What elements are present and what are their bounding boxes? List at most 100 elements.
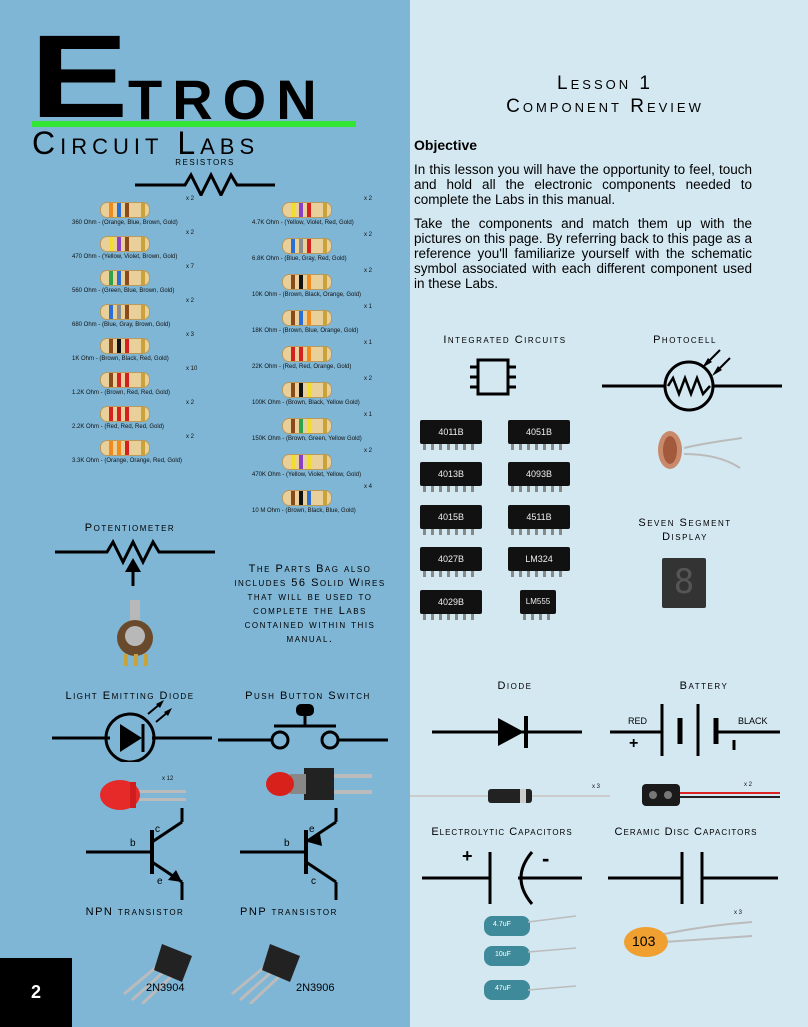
capacitor-4-7uf: 4.7uF (484, 916, 530, 936)
objective-paragraph-1: In this lesson you will have the opportu… (414, 162, 752, 207)
seven-segment-label-line2: Display (662, 531, 708, 543)
battery-label: Battery (679, 680, 729, 692)
resistor-band (323, 455, 327, 469)
objective-heading: Objective (414, 137, 478, 153)
logo-e: E (30, 11, 129, 143)
resistor-band (109, 339, 113, 353)
resistor-band (307, 275, 311, 289)
resistor-band (141, 305, 145, 319)
resistor-label: 560 Ohm - (Green, Blue, Brown, Gold) (72, 288, 175, 294)
led-qty: x 12 (162, 776, 174, 782)
resistor-label: 10 M Ohm - (Brown, Black, Blue, Gold) (252, 508, 356, 514)
resistor-band (307, 203, 311, 217)
resistor-band (141, 339, 145, 353)
capacitor-10uf-value: 10uF (495, 951, 511, 958)
push-button-label: Push Button Switch (245, 690, 371, 702)
resistor-band (299, 203, 303, 217)
npn-transistor-photo (123, 944, 192, 1004)
resistor-band (323, 239, 327, 253)
battery-black-label: BLACK (738, 716, 768, 726)
diode-photo (410, 789, 610, 803)
resistor-band (117, 441, 121, 455)
npn-part-number: 2N3904 (146, 982, 185, 994)
ic-4511b: 4511B (508, 505, 570, 535)
resistor-label: 470K Ohm - (Yellow, Violet, Yellow, Gold… (252, 472, 362, 478)
battery-red-label: RED (628, 716, 648, 726)
logo-tron: TRON (128, 68, 327, 131)
resistor-qty: x 2 (364, 268, 373, 274)
resistor-qty: x 2 (364, 232, 373, 238)
resistor-band (291, 491, 295, 505)
logo-subtitle: Circuit Labs (32, 125, 260, 161)
resistor-label: 150K Ohm - (Brown, Green, Yellow Gold) (252, 436, 362, 442)
resistor-band (117, 407, 121, 421)
pnp-collector-label: c (311, 876, 316, 887)
led-label: Light Emitting Diode (65, 690, 195, 702)
resistor (243, 418, 371, 434)
resistor-label: 6.8K Ohm - (Blue, Gray, Red, Gold) (252, 256, 347, 262)
resistor (243, 202, 371, 218)
led-symbol (52, 700, 212, 762)
resistor-band (117, 237, 121, 251)
npn-label: NPN transistor (85, 906, 185, 918)
resistor-band (117, 271, 121, 285)
objective-paragraph-2: Take the components and match them up wi… (414, 216, 752, 291)
seven-segment-photo: 8 (662, 558, 706, 608)
electrolytic-label: Electrolytic Capacitors (431, 826, 573, 838)
resistor-label: 680 Ohm - (Blue, Gray, Brown, Gold) (72, 322, 171, 328)
capacitor-4-7uf-value: 4.7uF (493, 921, 511, 928)
resistor (243, 310, 371, 326)
electrolytic-minus-sign: - (542, 846, 550, 871)
npn-base-label: b (130, 838, 136, 849)
resistor-band (109, 203, 113, 217)
npn-symbol (86, 808, 184, 900)
capacitor-47uf: 47uF (484, 980, 530, 1000)
resistor-band (323, 419, 327, 433)
resistor-band (109, 237, 113, 251)
resistor (61, 338, 189, 354)
pnp-transistor-photo (231, 944, 300, 1004)
resistor-band (299, 383, 303, 397)
resistor-qty: x 1 (364, 304, 373, 310)
resistor-band (141, 203, 145, 217)
battery-clip-photo (642, 784, 780, 806)
resistor-band (323, 347, 327, 361)
resistor-label: 1K Ohm - (Brown, Black, Red, Gold) (72, 356, 169, 362)
resistor-band (323, 203, 327, 217)
logo-green-bar (32, 121, 356, 127)
resistor-band (109, 305, 113, 319)
resistor-band (125, 441, 129, 455)
resistor-band (291, 419, 295, 433)
ceramic-qty: x 3 (734, 910, 743, 916)
resistor-band (307, 239, 311, 253)
resistor-label: 1.2K Ohm - (Brown, Red, Red, Gold) (72, 390, 171, 396)
resistor-band (125, 373, 129, 387)
resistor-band (125, 203, 129, 217)
photocell-label: Photocell (653, 334, 717, 346)
resistor-band (117, 203, 121, 217)
seven-segment-label-line1: Seven Segment (638, 517, 732, 529)
resistor-qty: x 2 (364, 376, 373, 382)
resistor-band (125, 407, 129, 421)
resistor (61, 236, 189, 252)
resistor-band (307, 347, 311, 361)
lesson-number: Lesson 1 (557, 73, 653, 94)
npn-emitter-label: e (157, 876, 163, 887)
resistor-qty: x 2 (364, 196, 373, 202)
left-panel (0, 0, 410, 1027)
resistor (61, 406, 189, 422)
photocell-photo (658, 431, 743, 469)
potentiometer-label: Potentiometer (84, 522, 176, 534)
diode-symbol (432, 716, 582, 748)
resistor-band (307, 311, 311, 325)
resistor-label: 470 Ohm - (Yellow, Violet, Brown, Gold) (72, 254, 178, 260)
resistor (243, 274, 371, 290)
pnp-base-label: b (284, 838, 290, 849)
resistor (243, 454, 371, 470)
diode-qty: x 3 (592, 784, 601, 790)
battery-plus-sign: + (629, 735, 639, 752)
battery-symbol (610, 704, 780, 756)
lesson-title: Lesson 1 Component Review (440, 72, 770, 118)
resistor-band (291, 455, 295, 469)
resistor-band (141, 237, 145, 251)
